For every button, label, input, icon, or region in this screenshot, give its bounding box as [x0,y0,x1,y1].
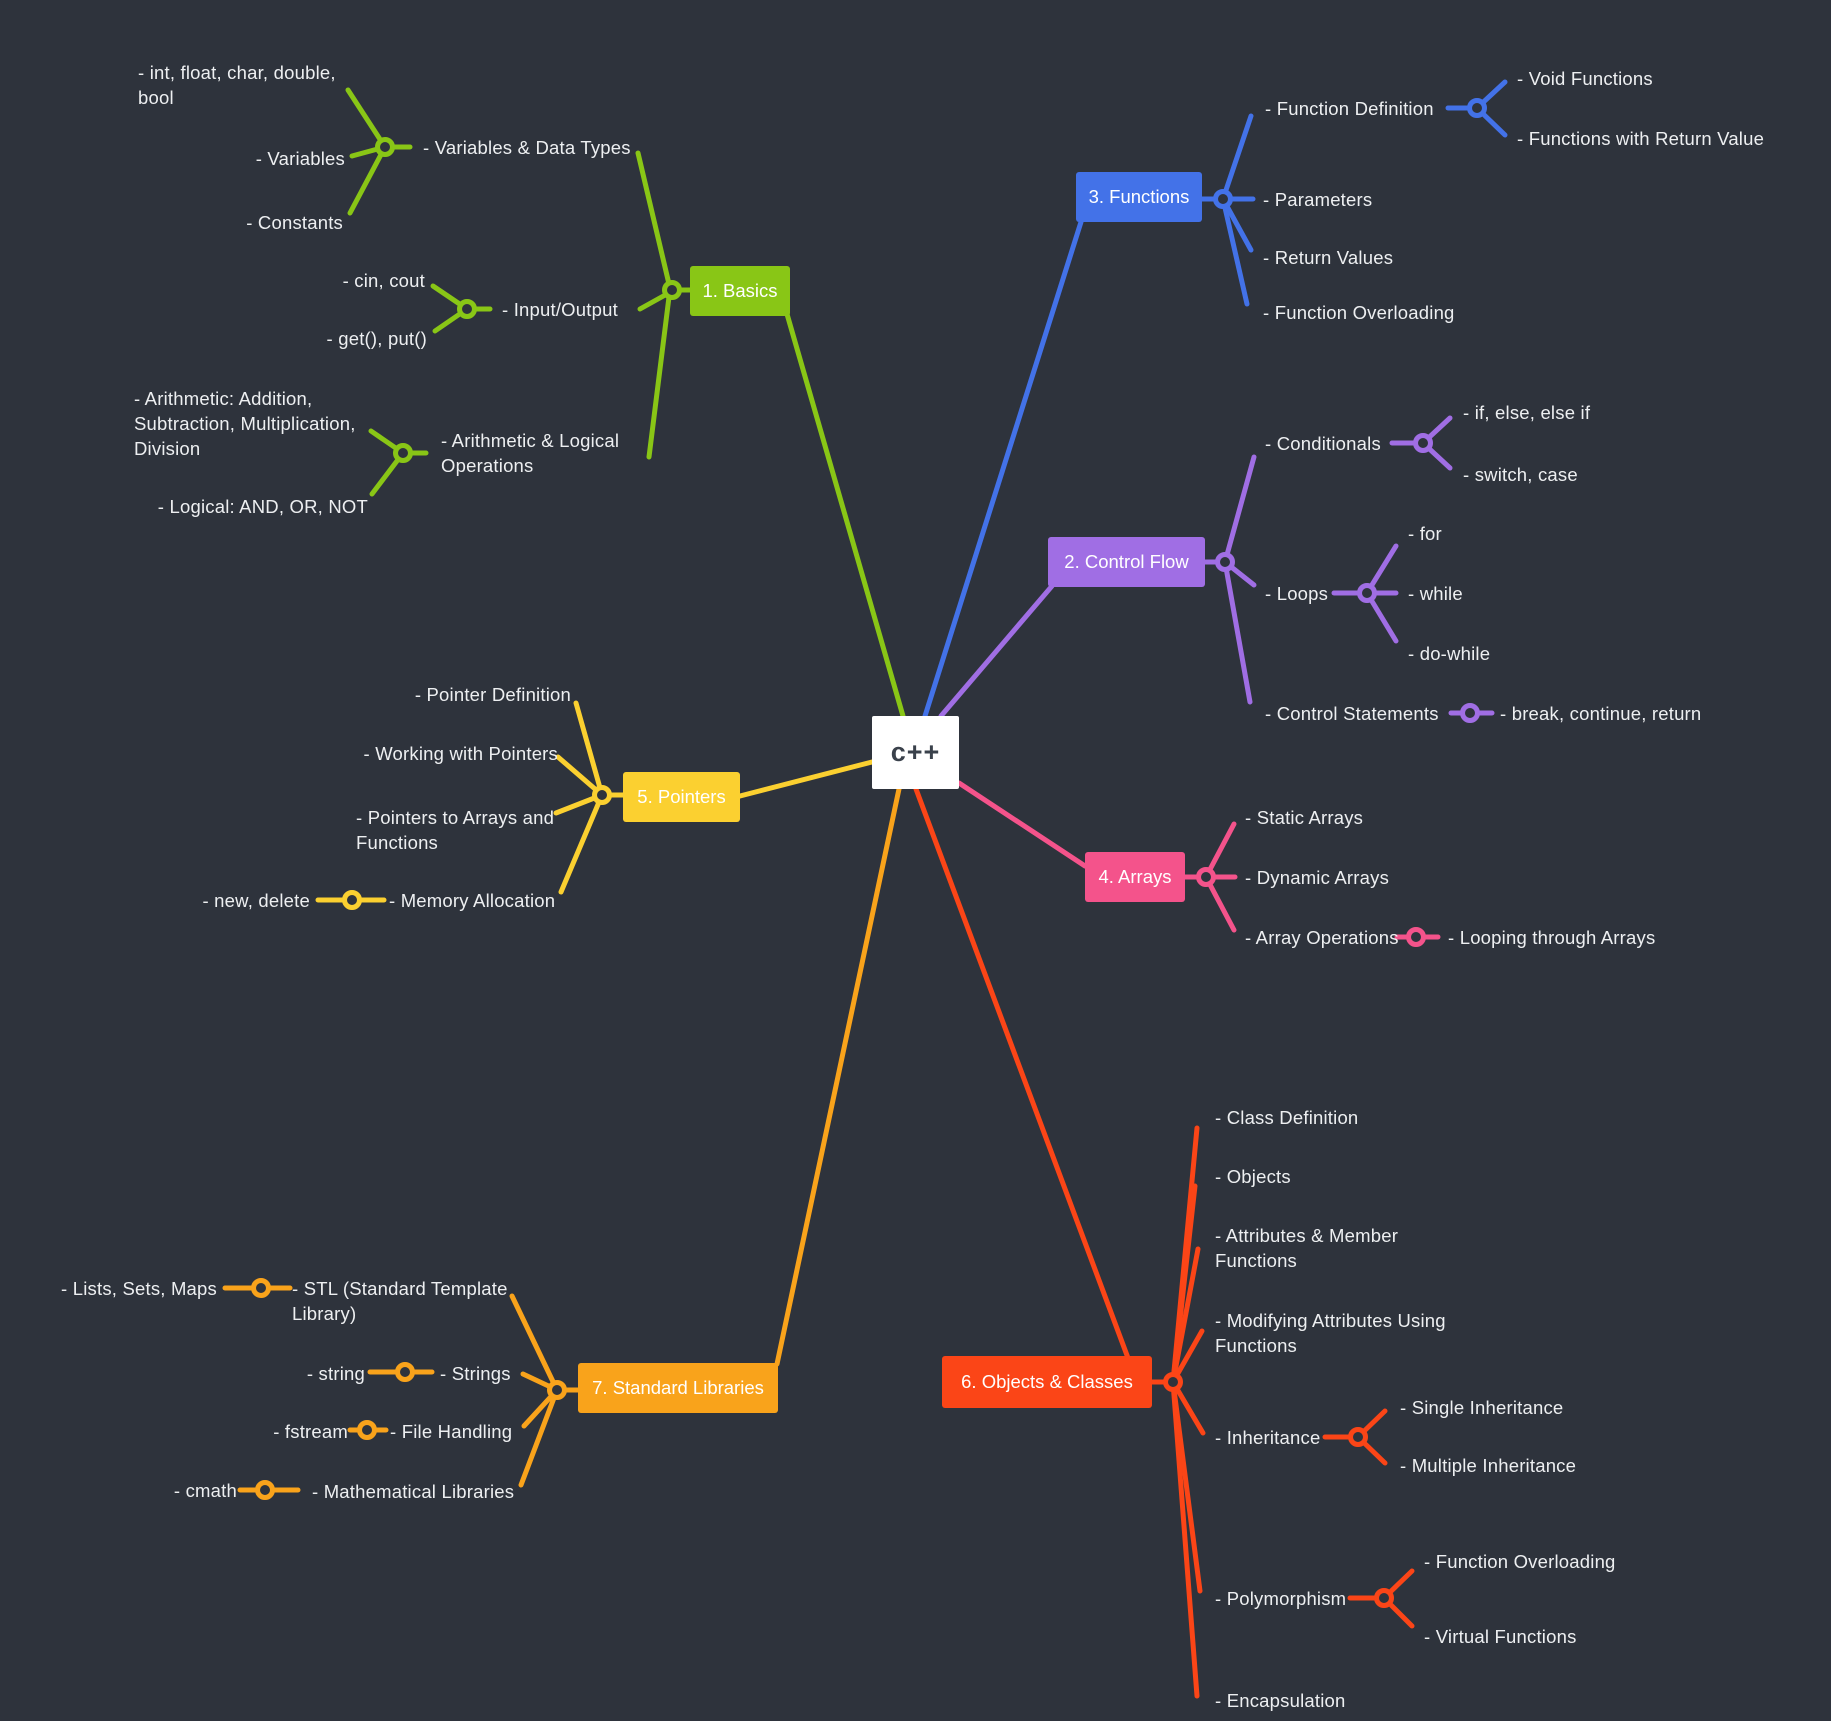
node-cmath[interactable]: - cmath [173,1480,237,1501]
node-static-arrays[interactable]: - Static Arrays [1245,807,1364,828]
node-pointers[interactable]: 5. Pointers [623,772,740,822]
node-looping-through-arrays[interactable]: - Looping through Arrays [1448,927,1656,948]
node-int-float-char-double-bool[interactable]: - int, float, char, double, bool [138,62,336,108]
node-basics[interactable]: 1. Basics [690,266,790,316]
node-function-overloading[interactable]: - Function Overloading [1263,302,1455,323]
node-do-while[interactable]: - do-while [1408,643,1491,664]
node-fstream[interactable]: - fstream [273,1421,348,1442]
node-control-statements[interactable]: - Control Statements [1265,703,1439,724]
node-file-handling[interactable]: - File Handling [390,1421,513,1442]
node-modifying-attributes-using-functions[interactable]: - Modifying Attributes Using Functions [1215,1310,1446,1356]
node-working-with-pointers[interactable]: - Working with Pointers [363,743,558,764]
node-loops[interactable]: - Loops [1265,583,1329,604]
node-standard-libraries[interactable]: 7. Standard Libraries [578,1363,778,1413]
node-strings[interactable]: - Strings [440,1363,511,1384]
node-class-definition[interactable]: - Class Definition [1215,1107,1359,1128]
node-variables[interactable]: - Variables [255,148,345,169]
node-string[interactable]: - string [306,1363,365,1384]
node-memory-allocation[interactable]: - Memory Allocation [389,890,556,911]
node-polymorphism[interactable]: - Polymorphism [1215,1588,1347,1609]
node-arrays[interactable]: 4. Arrays [1085,852,1185,902]
node-logical-and-or-not[interactable]: - Logical: AND, OR, NOT [157,496,368,517]
node-new-delete[interactable]: - new, delete [202,890,310,911]
node-functions-with-return-value[interactable]: - Functions with Return Value [1517,128,1765,149]
node-inheritance[interactable]: - Inheritance [1215,1427,1321,1448]
node-variables-data-types[interactable]: - Variables & Data Types [423,137,631,158]
node-multiple-inheritance[interactable]: - Multiple Inheritance [1400,1455,1577,1476]
node-return-values[interactable]: - Return Values [1263,247,1394,268]
node-void-functions[interactable]: - Void Functions [1517,68,1653,89]
node-pointer-definition[interactable]: - Pointer Definition [414,684,571,705]
node-pointers-to-arrays-and-functions[interactable]: - Pointers to Arrays and Functions [356,807,555,853]
node-parameters[interactable]: - Parameters [1263,189,1373,210]
node-encapsulation[interactable]: - Encapsulation [1215,1690,1346,1711]
node-function-definition[interactable]: - Function Definition [1265,98,1434,119]
node-constants[interactable]: - Constants [246,212,343,233]
node-polymorphism-function-overloading[interactable]: - Function Overloading [1424,1551,1616,1572]
node-virtual-functions[interactable]: - Virtual Functions [1424,1626,1577,1647]
node-while[interactable]: - while [1408,583,1463,604]
node-lists-sets-maps[interactable]: - Lists, Sets, Maps [61,1278,217,1299]
node-mathematical-libraries[interactable]: - Mathematical Libraries [312,1481,515,1502]
node-for[interactable]: - for [1408,523,1442,544]
node-dynamic-arrays[interactable]: - Dynamic Arrays [1245,867,1390,888]
node-get-put[interactable]: - get(), put() [326,328,427,349]
node-conditionals[interactable]: - Conditionals [1265,433,1381,454]
node-arithmetic-logical-operations[interactable]: - Arithmetic & Logical Operations [441,430,620,476]
node-cin-cout[interactable]: - cin, cout [342,270,425,291]
node-objects-classes[interactable]: 6. Objects & Classes [942,1356,1152,1408]
node-if-else[interactable]: - if, else, else if [1463,402,1591,423]
node-single-inheritance[interactable]: - Single Inheritance [1400,1397,1564,1418]
node-switch-case[interactable]: - switch, case [1463,464,1578,485]
node-array-operations[interactable]: - Array Operations [1245,927,1399,948]
node-input-output[interactable]: - Input/Output [502,299,618,320]
node-functions[interactable]: 3. Functions [1076,172,1202,222]
node-objects[interactable]: - Objects [1215,1166,1291,1187]
node-arithmetic-operators[interactable]: - Arithmetic: Addition, Subtraction, Mul… [134,388,356,459]
node-break-continue-return[interactable]: - break, continue, return [1500,703,1702,724]
node-attributes-member-functions[interactable]: - Attributes & Member Functions [1215,1225,1399,1271]
node-control-flow[interactable]: 2. Control Flow [1048,537,1205,587]
node-stl[interactable]: - STL (Standard Template Library) [292,1278,508,1324]
node-center-cpp[interactable]: c++ [872,716,959,789]
